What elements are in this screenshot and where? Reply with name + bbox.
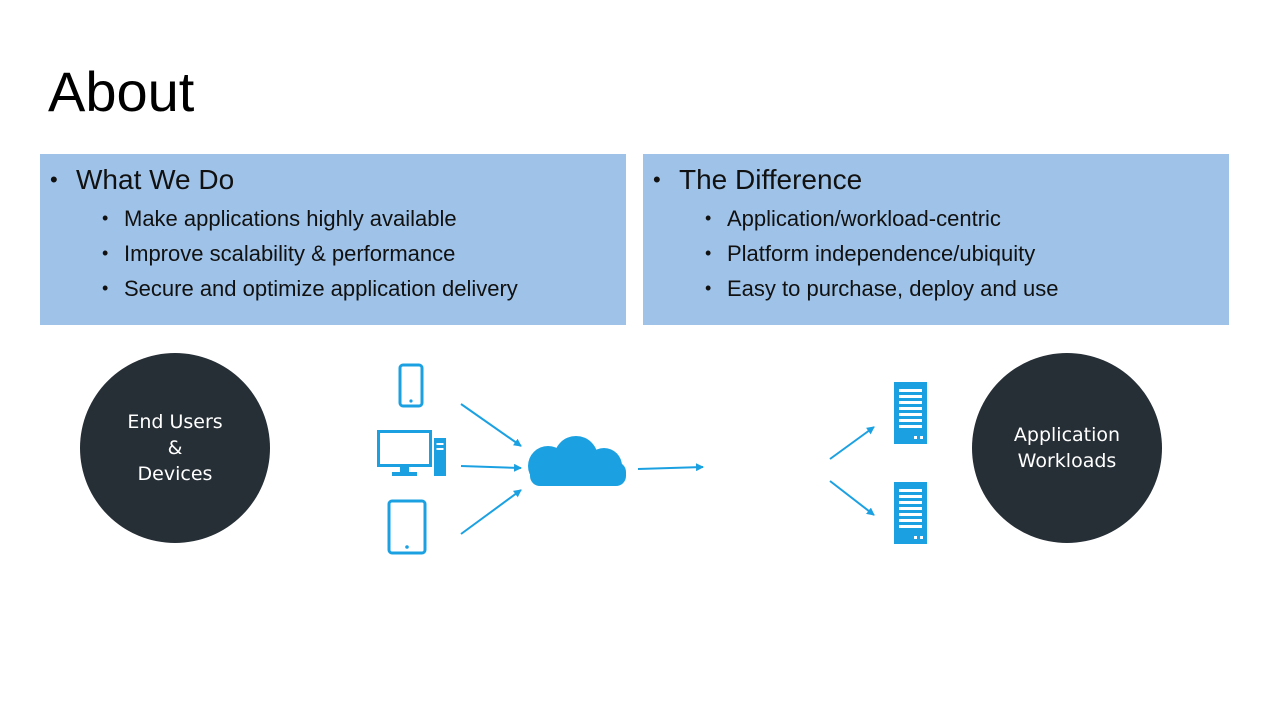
the-difference-item: Platform independence/ubiquity: [705, 236, 1219, 271]
the-difference-heading: The Difference: [653, 162, 1219, 198]
what-we-do-item: Make applications highly available: [102, 201, 616, 236]
the-difference-item: Application/workload-centric: [705, 201, 1219, 236]
server-icon: [894, 382, 927, 444]
tablet-icon: [387, 499, 427, 555]
what-we-do-item: Secure and optimize application delivery: [102, 271, 616, 306]
arrow-desktop-to-cloud: [460, 463, 522, 472]
smartphone-icon: [398, 363, 424, 408]
what-we-do-item: Improve scalability & performance: [102, 236, 616, 271]
what-we-do-heading: What We Do: [50, 162, 616, 198]
arrow-phone-to-cloud: [460, 403, 522, 447]
end-users-devices-circle: End Users & Devices: [80, 353, 270, 543]
application-workloads-circle: Application Workloads: [972, 353, 1162, 543]
arrow-to-bottom-server: [829, 480, 875, 516]
the-difference-list: Application/workload-centric Platform in…: [679, 201, 1219, 306]
what-we-do-panel: What We Do Make applications highly avai…: [40, 154, 626, 325]
arrow-to-top-server: [829, 426, 875, 460]
desktop-computer-icon: [377, 430, 446, 476]
slide-title: About: [48, 60, 195, 123]
cloud-icon: [528, 436, 626, 486]
arrow-cloud-to-servers: [637, 463, 704, 472]
what-we-do-list: Make applications highly available Impro…: [76, 201, 616, 306]
arrow-tablet-to-cloud: [460, 489, 522, 535]
the-difference-panel: The Difference Application/workload-cent…: [643, 154, 1229, 325]
server-icon: [894, 482, 927, 544]
the-difference-item: Easy to purchase, deploy and use: [705, 271, 1219, 306]
